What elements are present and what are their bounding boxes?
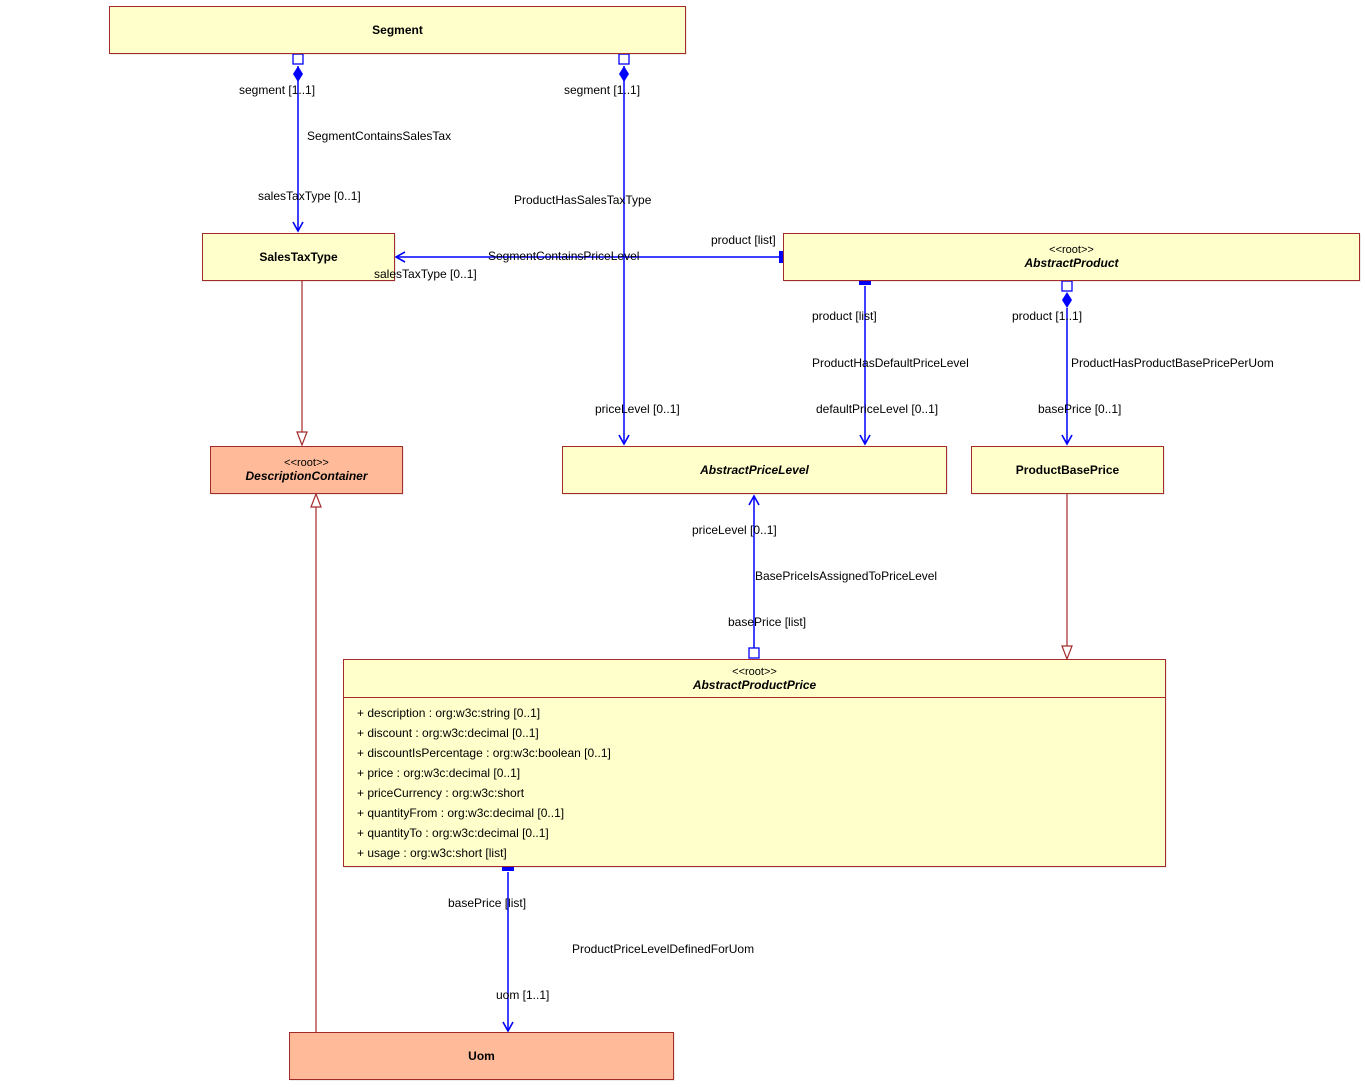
class-uom[interactable]: Uom [289,1032,674,1080]
association-name-label: ProductPriceLevelDefinedForUom [572,942,755,956]
role-label-price-level: priceLevel [0..1] [692,523,777,537]
class-stereotype: <<root>> [732,665,777,678]
class-name: Uom [468,1048,495,1063]
attribute-list: + description : org:w3c:string [0..1] + … [357,703,1155,863]
association-name-label: ProductHasDefaultPriceLevel [812,356,969,370]
association-product-has-default-price-level [859,281,871,446]
class-name: DescriptionContainer [245,469,368,483]
generalization-sales-tax-type [296,281,308,447]
association-product-price-level-defined-for-uom [502,867,514,1033]
class-stereotype: <<root>> [284,457,329,469]
attribute-discount-is-percentage[interactable]: + discountIsPercentage : org:w3c:boolean… [357,746,611,760]
class-description-container[interactable]: <<root>> DescriptionContainer [210,446,403,494]
class-name: Segment [372,22,423,37]
class-abstract-price-level[interactable]: AbstractPriceLevel [562,446,947,494]
role-label-base-price: basePrice [list] [728,615,807,629]
attribute-usage[interactable]: + usage : org:w3c:short [list] [357,846,507,860]
class-sales-tax-type[interactable]: SalesTaxType [202,233,395,281]
attribute-price[interactable]: + price : org:w3c:decimal [0..1] [357,766,521,780]
role-label-sales-tax-type: salesTaxType [0..1] [374,267,477,281]
role-label-product: product [list] [711,233,776,247]
association-segment-contains-sales-tax [292,53,304,233]
class-product-base-price[interactable]: ProductBasePrice [971,446,1164,494]
role-label-product: product [1..1] [1012,309,1083,323]
class-stereotype: <<root>> [1049,244,1094,256]
role-label-product: product [list] [812,309,877,323]
role-label-sales-tax-type: salesTaxType [0..1] [258,189,361,203]
generalization-product-base-price [1061,494,1073,661]
attribute-quantity-from[interactable]: + quantityFrom : org:w3c:decimal [0..1] [357,806,565,820]
generalization-uom [310,492,322,1032]
attribute-price-currency[interactable]: + priceCurrency : org:w3c:short [357,786,525,800]
class-abstract-product-price[interactable]: <<root>> AbstractProductPrice + descript… [343,659,1166,867]
association-product-has-product-base-price-per-uom [1061,280,1073,446]
class-abstract-product[interactable]: <<root>> AbstractProduct [783,233,1360,281]
association-base-price-is-assigned-to-price-level [748,494,760,659]
association-name-label: ProductHasSalesTaxType [514,193,652,207]
role-label-uom: uom [1..1] [496,988,550,1002]
role-label-segment: segment [1..1] [564,83,641,97]
association-product-has-sales-tax-type [394,251,783,263]
role-label-base-price: basePrice [0..1] [1038,402,1122,416]
association-name-label: ProductHasProductBasePricePerUom [1071,356,1274,370]
class-segment[interactable]: Segment [109,6,686,54]
association-name-label: SegmentContainsPriceLevel [488,249,640,263]
class-name: AbstractProductPrice [692,677,817,692]
association-name-label: BasePriceIsAssignedToPriceLevel [755,569,938,583]
class-name: ProductBasePrice [1015,462,1120,477]
attribute-quantity-to[interactable]: + quantityTo : org:w3c:decimal [0..1] [357,826,549,840]
class-name: AbstractProduct [1024,256,1119,270]
role-label-segment: segment [1..1] [239,83,316,97]
attribute-description[interactable]: + description : org:w3c:string [0..1] [357,706,541,720]
attribute-discount[interactable]: + discount : org:w3c:decimal [0..1] [357,726,539,740]
role-label-base-price: basePrice [list] [448,896,527,910]
class-name: AbstractPriceLevel [700,462,809,477]
association-segment-contains-price-level [618,53,630,446]
role-label-price-level: priceLevel [0..1] [595,402,680,416]
association-name-label: SegmentContainsSalesTax [307,129,452,143]
class-name: SalesTaxType [259,249,338,264]
role-label-default-price-level: defaultPriceLevel [0..1] [816,402,939,416]
